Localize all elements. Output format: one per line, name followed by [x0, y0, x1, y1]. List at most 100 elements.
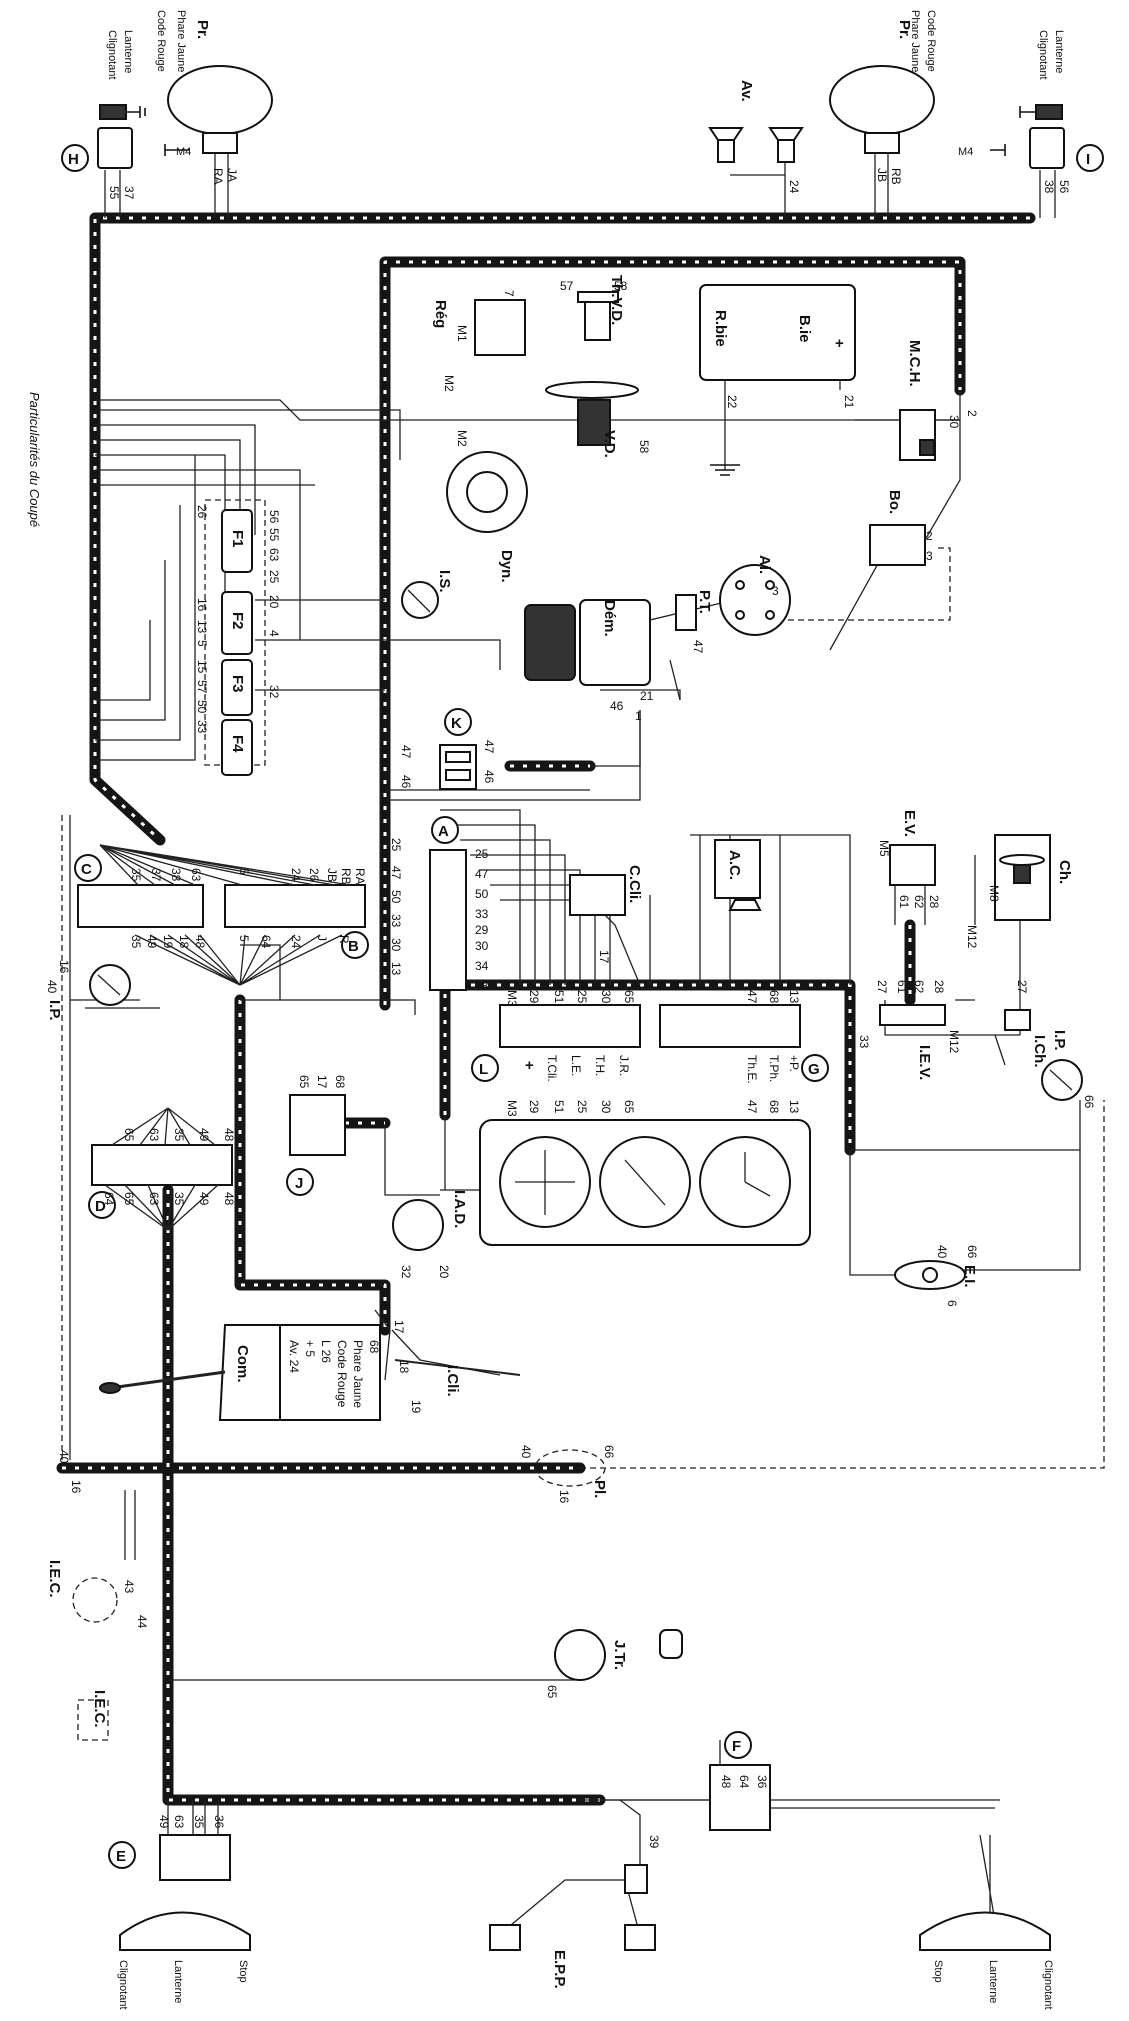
ignition-switch: I.S.	[401, 570, 453, 619]
svg-text:20: 20	[437, 1265, 451, 1279]
svg-text:L 26: L 26	[319, 1340, 333, 1363]
horns: Av. 24	[708, 80, 804, 194]
connector-f: F 48 64 36	[709, 1731, 771, 1831]
svg-text:46: 46	[610, 699, 624, 713]
svg-text:L: L	[479, 1061, 488, 1078]
svg-text:36: 36	[212, 1815, 226, 1829]
svg-text:13: 13	[195, 620, 209, 634]
main-harness	[56, 212, 1036, 1806]
svg-text:F: F	[732, 1738, 741, 1755]
svg-text:C: C	[81, 861, 92, 878]
svg-text:F1: F1	[229, 530, 246, 548]
svg-text:35: 35	[129, 935, 143, 949]
connector-j: J 65 17 68	[286, 1075, 347, 1196]
svg-text:68: 68	[367, 1340, 381, 1354]
rear-lamp-left: Clignotant Lanterne Stop	[117, 1911, 251, 2010]
svg-text:+ 5: + 5	[303, 1340, 317, 1357]
svg-text:I.E.C.: I.E.C.	[91, 1690, 108, 1728]
svg-text:47: 47	[745, 1100, 759, 1114]
svg-text:47: 47	[745, 990, 759, 1004]
svg-text:22: 22	[725, 395, 739, 409]
svg-text:30: 30	[475, 939, 489, 953]
connector-d: D 65 63 35 49 48 64 65 63 35 49 48	[88, 1107, 236, 1231]
svg-text:Clignotant: Clignotant	[1037, 30, 1049, 80]
svg-text:Al.: Al.	[756, 555, 773, 574]
svg-text:61: 61	[895, 980, 909, 994]
front-right-lamp: I Clignotant Lanterne 38 56	[1019, 30, 1104, 194]
fuse-f1: F1	[221, 509, 253, 573]
svg-text:Dyn.: Dyn.	[498, 550, 515, 583]
svg-text:B: B	[348, 938, 359, 955]
svg-text:57: 57	[195, 680, 209, 694]
svg-text:Phare Jaune: Phare Jaune	[909, 10, 921, 72]
svg-text:56: 56	[267, 510, 281, 524]
courtesy-light: Pl. 40 16 66 40 16	[57, 1445, 616, 1504]
svg-text:Lanterne: Lanterne	[172, 1960, 184, 2003]
svg-text:66: 66	[1082, 1095, 1096, 1109]
svg-text:Stop: Stop	[237, 1960, 249, 1983]
caption: Particularités du Coupé	[27, 392, 42, 527]
horn-contact: A.C.	[714, 839, 762, 911]
svg-text:65: 65	[622, 990, 636, 1004]
svg-text:I.E.V.: I.E.V.	[916, 1045, 933, 1080]
svg-text:M2: M2	[455, 430, 469, 447]
svg-text:39: 39	[647, 1835, 661, 1849]
svg-text:J: J	[295, 1175, 303, 1192]
svg-text:Code Rouge: Code Rouge	[925, 10, 937, 72]
svg-text:43: 43	[122, 1580, 136, 1594]
svg-text:J: J	[315, 935, 329, 941]
svg-text:16: 16	[69, 1480, 83, 1494]
svg-text:16: 16	[557, 1490, 571, 1504]
svg-text:Bo.: Bo.	[886, 490, 903, 514]
svg-text:65: 65	[622, 1100, 636, 1114]
svg-text:49: 49	[145, 935, 159, 949]
svg-text:Av. 24: Av. 24	[287, 1340, 301, 1373]
lamp-line1: Clignotant	[106, 30, 118, 80]
svg-text:27: 27	[1015, 980, 1029, 994]
svg-text:46: 46	[482, 770, 496, 784]
svg-text:M4: M4	[176, 146, 191, 158]
fuse-f3: F3	[221, 659, 253, 716]
svg-text:50: 50	[195, 700, 209, 714]
svg-text:18: 18	[397, 1360, 411, 1374]
svg-text:D: D	[95, 1198, 106, 1215]
svg-text:7: 7	[502, 290, 516, 297]
svg-text:I.Cli.: I.Cli.	[444, 1365, 461, 1397]
svg-text:I.E.C.: I.E.C.	[46, 1560, 63, 1598]
svg-text:13: 13	[475, 979, 489, 993]
svg-text:35: 35	[172, 1128, 186, 1142]
plate-lamps: E.P.P. 39	[489, 1835, 661, 1989]
svg-text:F3: F3	[229, 675, 246, 693]
svg-text:47: 47	[475, 867, 489, 881]
svg-text:I.P.: I.P.	[1051, 1030, 1068, 1051]
svg-text:62: 62	[912, 980, 926, 994]
battery-relay: R.bie	[712, 310, 729, 347]
svg-text:49: 49	[197, 1128, 211, 1142]
svg-text:I.Ch.: I.Ch.	[1031, 1035, 1048, 1068]
svg-text:35: 35	[172, 1192, 186, 1206]
svg-text:6: 6	[945, 1300, 959, 1307]
svg-text:21: 21	[640, 689, 654, 703]
svg-text:Dém.: Dém.	[601, 600, 618, 637]
heater-switch: I.Ch. 27	[1004, 980, 1048, 1068]
svg-text:15: 15	[195, 660, 209, 674]
svg-text:T.Ph.: T.Ph.	[767, 1055, 781, 1082]
svg-text:17: 17	[392, 1320, 406, 1334]
svg-text:47: 47	[482, 740, 496, 754]
svg-text:66: 66	[965, 1245, 979, 1259]
svg-text:Stop: Stop	[932, 1960, 944, 1983]
svg-text:48: 48	[222, 1128, 236, 1142]
instrument-panel	[479, 1119, 811, 1246]
fuse-f2: F2	[221, 591, 253, 655]
svg-text:Phare Jaune: Phare Jaune	[175, 10, 187, 72]
svg-text:Clignotant: Clignotant	[1042, 1960, 1054, 2010]
svg-text:40: 40	[935, 1245, 949, 1259]
svg-text:T.H.: T.H.	[593, 1055, 607, 1076]
horns-label: Av.	[738, 80, 755, 102]
svg-text:Code Rouge: Code Rouge	[335, 1340, 349, 1408]
svg-text:58: 58	[614, 279, 628, 293]
svg-text:Clignotant: Clignotant	[117, 1960, 129, 2010]
svg-text:30: 30	[599, 1100, 613, 1114]
svg-text:55: 55	[107, 186, 121, 200]
